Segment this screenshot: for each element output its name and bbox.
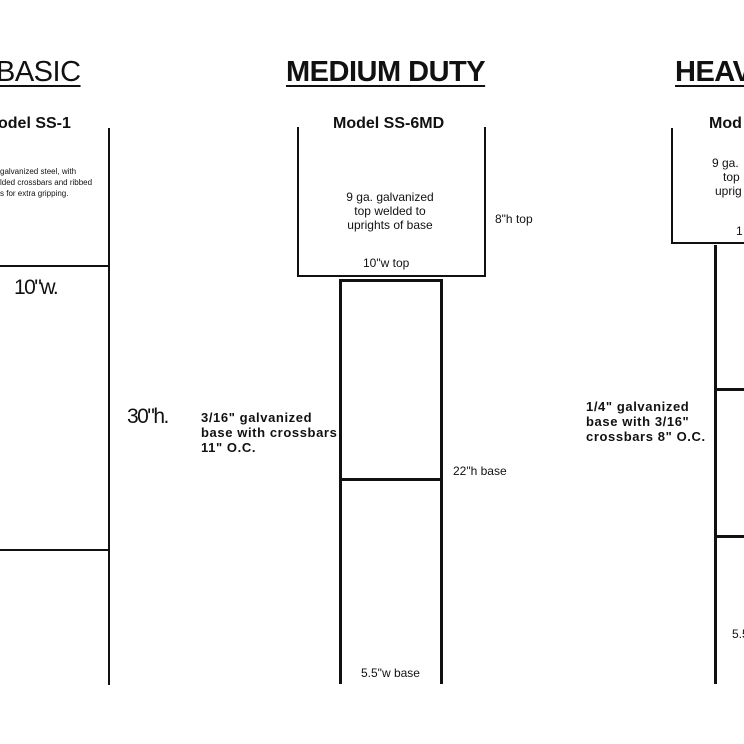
basic-model-label: odel SS-1: [0, 115, 71, 132]
heavy-top-description: 9 ga. top uprig: [712, 156, 742, 198]
medium-top-desc-line: uprights of base: [347, 218, 433, 232]
basic-width-label: 10"w.: [14, 276, 59, 299]
basic-description: galvanized steel, with lded crossbars an…: [0, 166, 92, 199]
medium-base-width-label: 5.5"w base: [361, 666, 420, 680]
medium-top-desc-line: top welded to: [354, 204, 426, 218]
heavy-top-desc-line: top: [723, 170, 740, 184]
medium-duty-heading: MEDIUM DUTY: [286, 56, 486, 88]
heavy-base-left-upright: [714, 245, 717, 684]
heavy-base-description: 1/4" galvanized base with 3/16" crossbar…: [586, 399, 706, 444]
heavy-top-desc-line: uprig: [715, 184, 742, 198]
basic-sign-bottom-line: [0, 549, 110, 551]
heavy-base-crossbar-1: [714, 388, 744, 391]
heavy-base-crossbar-2: [714, 535, 744, 538]
medium-base-crossbar: [339, 478, 443, 481]
medium-top-bottom-edge: [297, 275, 486, 277]
basic-height-label: 30"h.: [127, 405, 169, 428]
medium-top-description: 9 ga. galvanized top welded to uprights …: [330, 190, 450, 232]
medium-top-desc-line: 9 ga. galvanized: [346, 190, 434, 204]
medium-model-label: Model SS-6MD: [333, 115, 445, 132]
medium-base-top-bar: [339, 279, 443, 282]
heavy-top-bottom-edge: [671, 242, 744, 244]
heavy-base-width-label: 5.5: [732, 627, 744, 641]
basic-desc-line: galvanized steel, with: [0, 167, 77, 176]
basic-sign-top-line: [0, 265, 110, 267]
heavy-model-label: Mod: [709, 115, 742, 132]
basic-desc-line: lded crossbars and ribbed: [0, 178, 93, 187]
medium-top-width-label: 10"w top: [363, 256, 410, 270]
heavy-heading: HEAV: [675, 56, 744, 88]
medium-base-left-upright: [339, 279, 342, 684]
medium-base-right-upright: [440, 279, 443, 684]
basic-desc-line: s for extra gripping.: [0, 189, 69, 198]
basic-heading: BASIC: [0, 56, 81, 88]
medium-top-height-label: 8"h top: [495, 212, 533, 226]
medium-top-left-edge: [297, 127, 299, 277]
heavy-top-left-edge: [671, 128, 673, 244]
basic-frame-right-edge: [108, 128, 110, 685]
medium-base-description: 3/16" galvanized base with crossbars 11"…: [201, 410, 338, 455]
heavy-top-desc-line: 9 ga.: [712, 156, 739, 170]
medium-base-height-label: 22"h base: [453, 464, 507, 478]
medium-top-right-edge: [484, 127, 486, 277]
heavy-top-width-label: 1: [736, 224, 743, 238]
